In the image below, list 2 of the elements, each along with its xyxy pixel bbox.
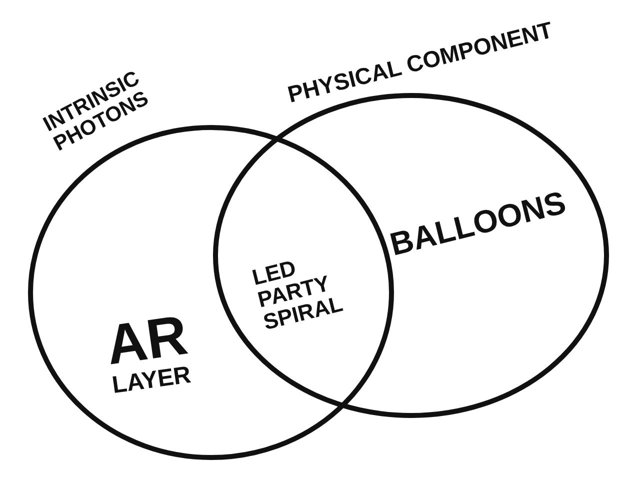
set-item-label: AR LAYER [102,306,194,398]
overlap-label: LED PARTY SPIRAL [250,254,346,334]
